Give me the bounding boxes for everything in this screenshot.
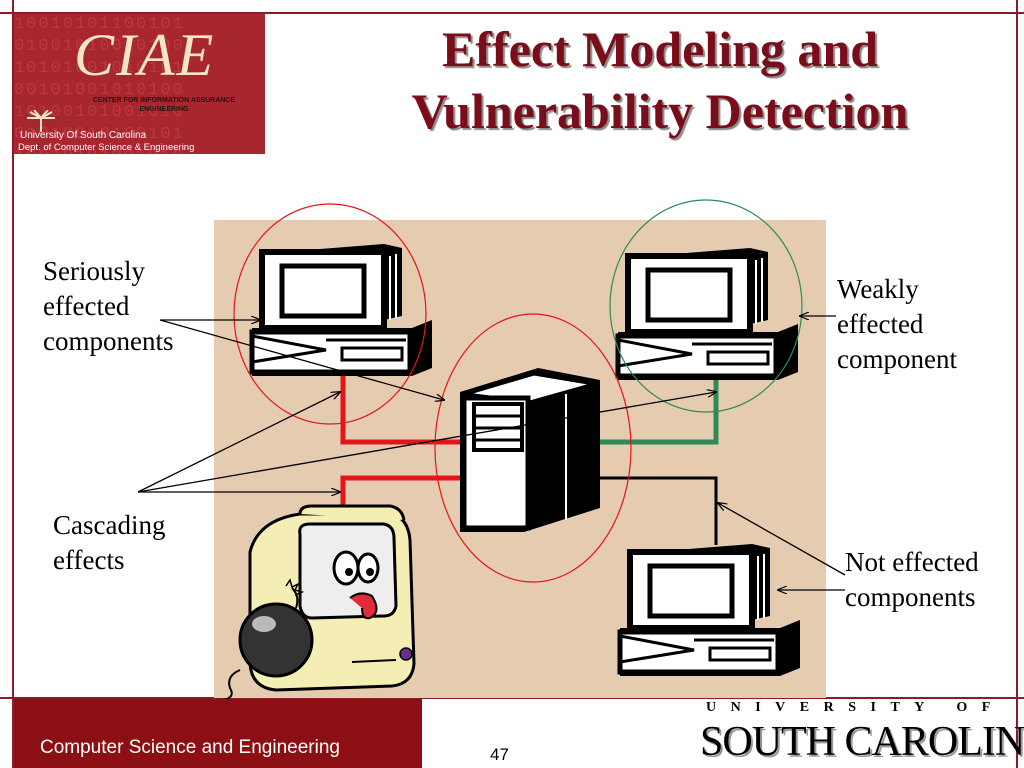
label-not-effected: Not effected components — [845, 545, 979, 615]
ciae-logo: 10010101100101 01001010010100 1010100101… — [14, 14, 265, 154]
label-line: effected — [43, 291, 130, 321]
label-line: components — [845, 582, 976, 612]
usc-logo-name-text: SOUTH CAROLINA — [700, 719, 1024, 765]
weakly-effected-circle — [609, 199, 803, 413]
logo-department: Dept. of Computer Science & Engineering — [18, 142, 195, 153]
logo-binary-background: 10010101100101 01001010010100 1010100101… — [14, 15, 185, 154]
footer-department: Computer Science and Engineering — [40, 737, 340, 758]
palmetto-icon — [27, 110, 55, 132]
label-line: Cascading — [53, 510, 166, 540]
label-weakly-effected: Weakly effected component — [837, 272, 957, 377]
left-frame-line — [12, 0, 14, 768]
page-number: 47 — [490, 745, 509, 764]
label-line: Not effected — [845, 547, 979, 577]
logo-acronym: CIAE — [74, 22, 216, 88]
seriously-effected-circle — [233, 203, 427, 425]
link-server-bottom-right — [600, 476, 718, 545]
logo-university: University Of South Carolina — [20, 130, 147, 141]
infected-computer-with-bomb — [221, 504, 416, 701]
label-line: Weakly — [837, 274, 919, 304]
usc-logo-name: SOUTH CAROLINA™ — [700, 718, 1024, 766]
label-line: Seriously — [43, 256, 146, 286]
title-line-2: Vulnerability Detection — [411, 83, 909, 139]
footer-bar — [14, 699, 422, 768]
server-tower — [460, 368, 600, 532]
usc-logo-university: UNIVERSITY OF — [706, 700, 1005, 715]
slide-title: Effect Modeling and Vulnerability Detect… — [300, 18, 1020, 142]
annotation-arrows — [137, 316, 846, 590]
label-line: components — [43, 326, 174, 356]
top-frame-line — [0, 12, 1024, 14]
label-line: component — [837, 344, 957, 374]
label-cascading-effects: Cascading effects — [53, 508, 165, 578]
logo-center-name: CENTER FOR INFORMATION ASSURANCE ENGINEE… — [92, 97, 236, 113]
title-line-1: Effect Modeling and — [441, 21, 879, 77]
label-seriously-effected: Seriously effected components — [43, 254, 173, 359]
label-line: effected — [837, 309, 924, 339]
link-server-top-left — [340, 372, 460, 445]
server-effect-circle — [434, 313, 632, 583]
label-line: effects — [53, 545, 125, 575]
right-frame-line — [1016, 0, 1018, 768]
